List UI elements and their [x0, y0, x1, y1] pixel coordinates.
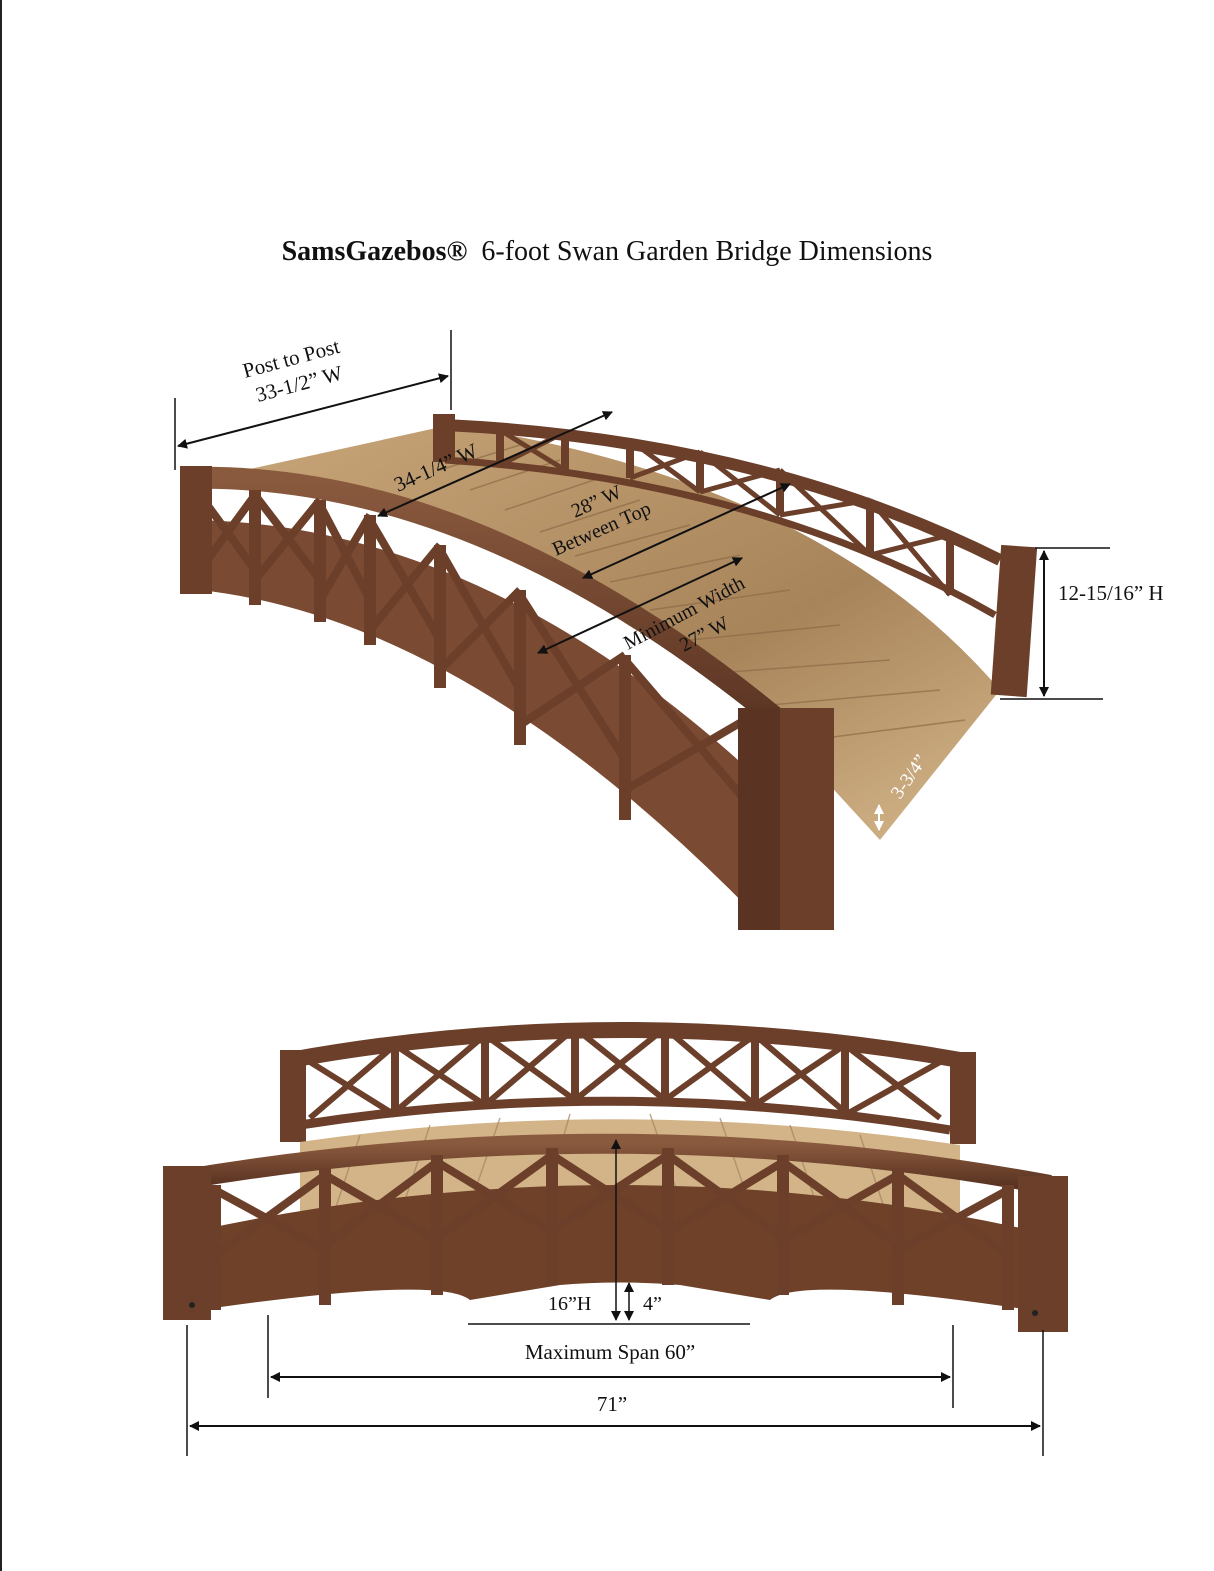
max-span-label: Maximum Span 60” — [525, 1340, 695, 1364]
dimension-max-span: Maximum Span 60” — [267, 1315, 954, 1408]
height-value: 12-15/16” H — [1058, 581, 1164, 605]
page-left-border — [0, 0, 2, 1571]
perspective-bridge-illustration — [180, 414, 1038, 930]
title-text: 6-foot Swan Garden Bridge Dimensions — [481, 236, 933, 267]
side-height-label: 16”H — [548, 1293, 591, 1315]
page-title: SamsGazebos® 6-foot Swan Garden Bridge D… — [0, 236, 1214, 268]
clearance-label: 4” — [643, 1293, 662, 1315]
dimension-overall-length: 71” — [186, 1325, 1044, 1456]
brand-name: SamsGazebos® — [281, 236, 468, 267]
overall-length-label: 71” — [597, 1392, 627, 1416]
dimension-side-height: 16”H — [548, 1139, 621, 1321]
dimension-height: 12-15/16” H — [1000, 547, 1164, 700]
dimension-clearance: 4” — [624, 1282, 662, 1321]
